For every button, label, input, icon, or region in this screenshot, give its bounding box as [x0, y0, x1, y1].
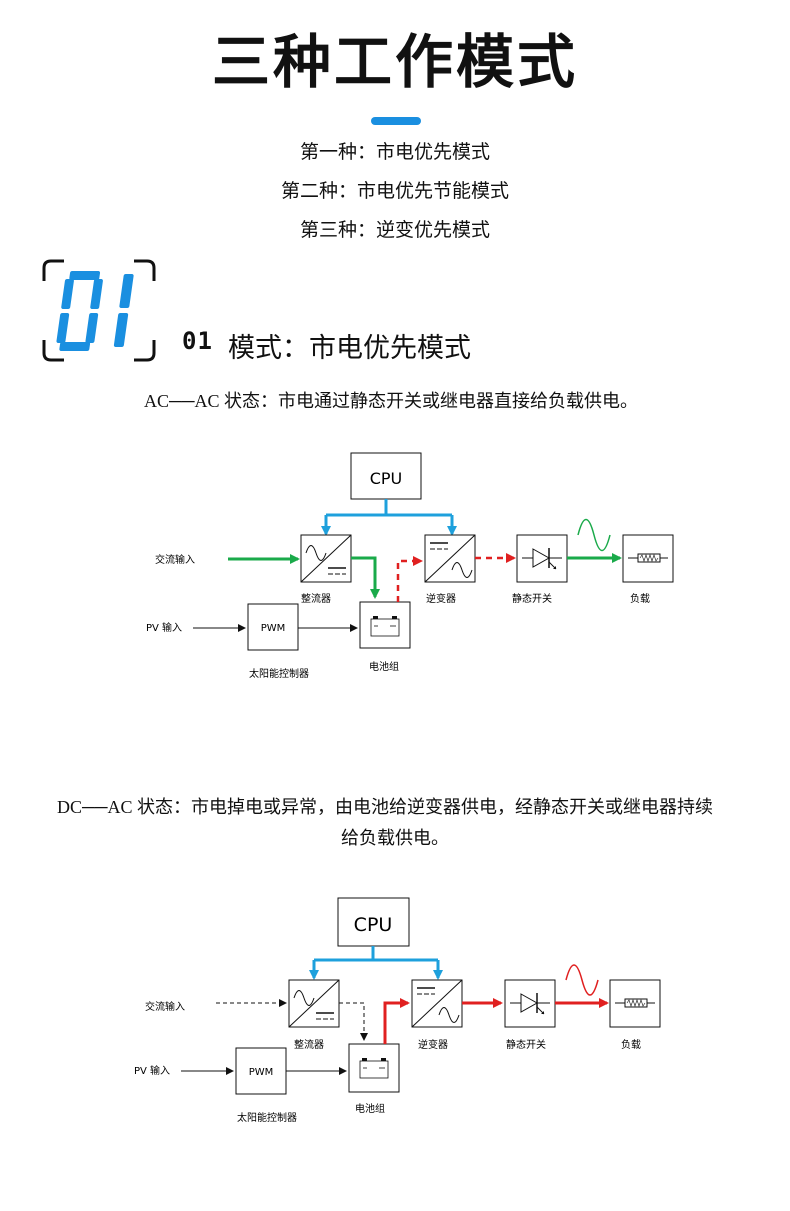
dc-ac-diagram: CPU 交流输入 整流器 电池组 逆变器 静态开关: [134, 897, 661, 1124]
badge-number: 01: [42, 259, 44, 260]
page-title: 三种工作模式: [211, 28, 578, 96]
battery-label: 电池组: [369, 660, 399, 673]
ac-input-label: 交流输入: [155, 553, 195, 566]
cpu-box: [337, 897, 410, 947]
inverter-label: 逆变器: [426, 592, 456, 605]
pwm-label: PWM: [249, 1067, 274, 1078]
static-switch-label: 静态开关: [506, 1038, 546, 1051]
load-label: 负载: [630, 592, 650, 605]
pwm-label: PWM: [261, 623, 286, 634]
mode-item-2: 第二种：市电优先节能模式: [280, 180, 509, 202]
battery-box: [359, 601, 411, 649]
cpu-box: [350, 452, 422, 500]
section-number-label: 01: [182, 327, 213, 355]
battery-box: [348, 1043, 400, 1093]
ac-wave-icon: [577, 518, 611, 552]
solar-controller-label: 太阳能控制器: [237, 1111, 297, 1124]
cpu-label: CPU: [370, 469, 403, 488]
ac-input-label: 交流输入: [145, 1000, 185, 1013]
ac-wave-icon: [565, 964, 599, 996]
inverter-label: 逆变器: [418, 1038, 448, 1051]
solar-controller-label: 太阳能控制器: [249, 667, 309, 680]
pv-input-label: PV 输入: [134, 1064, 170, 1077]
pv-input-label: PV 输入: [146, 621, 182, 634]
ac-ac-diagram: CPU 交流输入 整流器 电池组 逆变器 静态开关: [146, 452, 674, 680]
cpu-label: CPU: [354, 914, 393, 936]
rectifier-label: 整流器: [301, 592, 331, 605]
pwm-box: [235, 1047, 287, 1095]
rectifier-label: 整流器: [294, 1038, 324, 1051]
static-switch-label: 静态开关: [512, 592, 552, 605]
battery-label: 电池组: [355, 1102, 385, 1115]
ac-ac-description: AC──AC 状态：市电通过静态开关或继电器直接给负载供电。: [144, 391, 639, 411]
section-number-badge: 01: [42, 259, 156, 362]
dc-ac-description-line1: DC──AC 状态：市电掉电或异常，由电池给逆变器供电，经静态开关或继电器持续: [57, 797, 714, 817]
mode-item-1: 第一种：市电优先模式: [299, 141, 490, 163]
mode-item-3: 第三种：逆变优先模式: [299, 219, 490, 241]
title-underline: [371, 117, 421, 125]
pwm-box: [247, 603, 299, 651]
load-label: 负载: [621, 1038, 641, 1051]
section-title: 模式：市电优先模式: [228, 333, 471, 364]
dc-ac-description-line2: 给负载供电。: [341, 828, 449, 848]
